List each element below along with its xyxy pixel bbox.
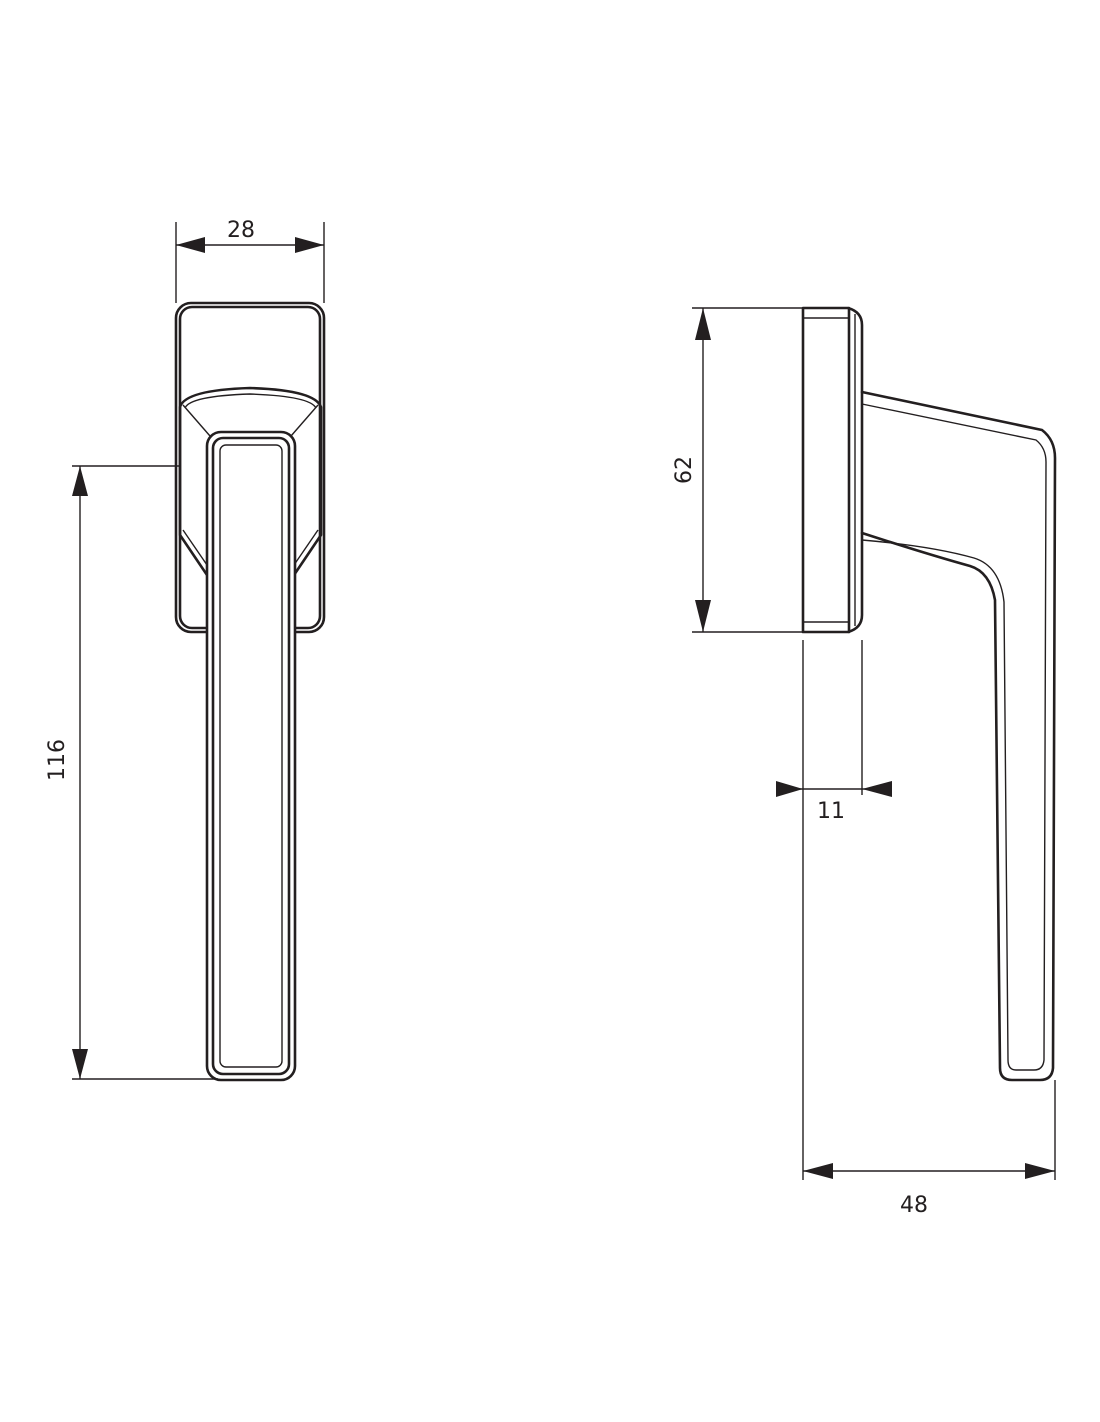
front-height-label: 116 <box>45 739 70 781</box>
front-collar-bevel-right <box>290 404 319 437</box>
front-collar <box>178 386 323 577</box>
front-collar-bevel-right-low <box>293 529 319 566</box>
dimension-front-width: 28 <box>175 218 325 303</box>
side-lever-outer <box>860 390 1057 1082</box>
side-height-label: 62 <box>672 456 697 484</box>
side-rose <box>801 306 864 634</box>
front-lever-outer <box>205 430 297 1082</box>
front-collar-bevel-left <box>182 404 211 437</box>
front-collar-bevel-left-low <box>182 529 208 566</box>
dimension-side-projection: 48 <box>803 1080 1056 1218</box>
dimension-side-depth: 11 <box>776 640 892 1180</box>
front-view <box>174 301 326 1082</box>
dimension-side-height: 62 <box>672 307 803 633</box>
side-depth-label: 11 <box>817 799 845 824</box>
front-lever-mid <box>211 436 291 1076</box>
side-view <box>801 306 1057 1082</box>
side-projection-label: 48 <box>900 1193 928 1218</box>
front-width-label: 28 <box>227 218 255 243</box>
front-collar-inner <box>184 393 317 409</box>
side-lever-inner <box>861 403 1047 1071</box>
dimension-front-height: 116 <box>45 465 218 1080</box>
front-lever-inner <box>219 444 283 1068</box>
